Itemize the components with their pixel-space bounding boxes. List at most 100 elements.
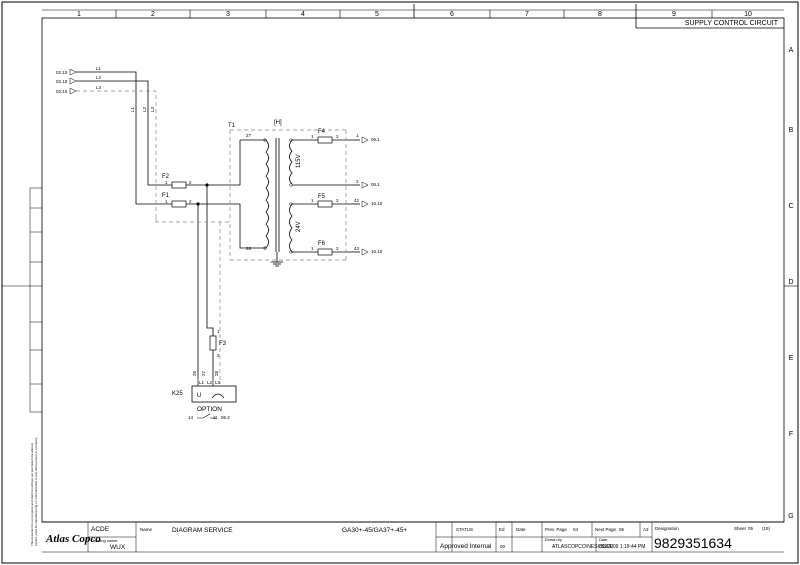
left-margin-boxes	[2, 187, 42, 413]
col-3: 3	[226, 11, 230, 18]
wiring-solid	[76, 71, 360, 378]
sheet-total: (19)	[762, 526, 771, 531]
junction-f1	[196, 202, 200, 206]
column-header: 1 2 3 4 5 6 7 8 9 10 SUPPLY CONTROL CIRC…	[42, 4, 784, 29]
line-label-L3: L3	[96, 85, 102, 90]
row-D: D	[788, 279, 793, 286]
k25-wire-1: 26	[192, 370, 197, 376]
k25-term-1: L1	[199, 380, 205, 385]
fuse-F1-p2: 2	[189, 199, 192, 204]
out-ref-3: 10.10	[371, 201, 383, 206]
out-wire-3: 42	[354, 198, 360, 203]
out-wire-1: 1	[356, 133, 359, 138]
designation-label: Designation	[655, 526, 679, 531]
fuse-F3-p2: 2	[217, 353, 220, 358]
next-page: 06	[619, 527, 625, 532]
transformer-bracket: [H]	[274, 120, 282, 126]
arrow-out-2	[361, 181, 369, 189]
fuse-F5-p1: 1	[311, 198, 314, 203]
fuse-F1: F1 1 2	[162, 193, 192, 208]
date-label: Date	[516, 527, 526, 532]
row-B: B	[789, 127, 794, 134]
sheet-size: A3	[643, 527, 649, 532]
drawn-by-label: Drawn by	[545, 537, 562, 542]
arrow-in-2	[69, 77, 77, 85]
date2: 3/5/2009 1:19:44 PM	[599, 544, 645, 550]
arrow-out-4	[361, 248, 369, 256]
voltage-24v: 24V	[296, 221, 302, 232]
row-A: A	[789, 47, 794, 54]
col-10: 10	[744, 11, 752, 18]
out-ref-1: 06.1	[371, 137, 380, 142]
fuse-F3: F3 1 2	[209, 329, 227, 358]
col-4: 4	[301, 11, 305, 18]
line-label-L1: L1	[96, 66, 102, 71]
drawing-owner-label: Drawing owner	[91, 538, 118, 543]
terminal-dot	[289, 183, 293, 187]
date2-label: Date	[599, 537, 608, 542]
status-label: STATUS	[456, 527, 473, 532]
inner-frame	[41, 17, 785, 523]
terminal-dot	[289, 250, 293, 254]
k25-wire-3: 28	[214, 370, 219, 376]
drop-L2: L2	[142, 106, 147, 112]
row-E: E	[789, 355, 794, 362]
model-name: GA30+-45/GA37+-45+	[342, 527, 407, 534]
out-wire-2: 2	[356, 179, 359, 184]
out-wire-4: 43	[354, 246, 360, 251]
output-terminals: 1 06.1 2 06.1 42 10.10 43 10.10	[354, 133, 383, 256]
tap-top: 27	[246, 133, 252, 138]
row-G: G	[788, 513, 793, 520]
k25-contact-a: 14	[188, 415, 194, 420]
side-note-2: copied, used for manufacturing or commun…	[34, 437, 38, 546]
fuse-F2-label: F2	[162, 174, 170, 180]
terminal-dot	[263, 138, 267, 142]
fuse-F4-label: F4	[318, 129, 326, 135]
designation: 9829351634	[654, 535, 732, 551]
acde: ACDE	[91, 526, 110, 533]
sheet-number: 05	[748, 526, 754, 531]
col-6: 6	[450, 11, 454, 18]
relay-K25: K25 U 26 27 28 L1 L2 L3 OPTION 14 11 06.…	[172, 370, 237, 420]
fuse-F3-label: F3	[219, 341, 227, 347]
prev-page-label: Prev. Page	[545, 527, 567, 532]
input-ref-1: 02.10	[56, 70, 68, 75]
fuse-F1-label: F1	[162, 193, 170, 199]
col-9: 9	[672, 11, 676, 18]
drawn-by: ATLASCOPCO\NESKSJLE	[552, 544, 613, 550]
row-C: C	[788, 203, 793, 210]
next-page-label: Next Page	[595, 527, 617, 532]
k25-contact-b: 11	[213, 415, 218, 420]
ed-value: 00	[500, 544, 506, 549]
transformer-name: T1	[228, 123, 236, 129]
terminal-dot	[289, 202, 293, 206]
col-7: 7	[525, 11, 529, 18]
arrow-out-3	[361, 200, 369, 208]
col-8: 8	[598, 11, 602, 18]
k25-contact-icon	[197, 413, 216, 419]
fuse-F2-p2: 2	[189, 180, 192, 185]
k25-term-3: L3	[215, 380, 221, 385]
voltage-115v: 115V	[296, 154, 302, 168]
fuse-F4-p1: 1	[311, 134, 314, 139]
fuse-F4: F4 1 2	[311, 129, 339, 144]
title-block: Atlas Copco ACDE Drawing owner WUX Name …	[42, 521, 784, 553]
arrow-in-1	[69, 68, 77, 76]
k25-option-label: OPTION	[197, 406, 222, 413]
side-note-1: This document is our property and shall …	[30, 442, 34, 546]
terminal-dot	[289, 138, 293, 142]
k25-contact-ref: 06.2	[221, 415, 230, 420]
arrow-in-3	[69, 87, 77, 95]
k25-arc-icon	[211, 393, 225, 399]
status-value: Approved Internal	[440, 543, 492, 550]
fuse-F2-p1: 1	[165, 180, 168, 185]
k25-wire-2: 27	[201, 370, 206, 376]
fuse-F5: F5 1 2	[311, 194, 339, 208]
drop-L1: L1	[130, 106, 135, 112]
fuse-F5-p2: 2	[336, 198, 339, 203]
col-2: 2	[151, 11, 155, 18]
ed-label: Ed	[499, 527, 505, 532]
diagram-name: DIAGRAM SERVICE	[172, 527, 233, 534]
